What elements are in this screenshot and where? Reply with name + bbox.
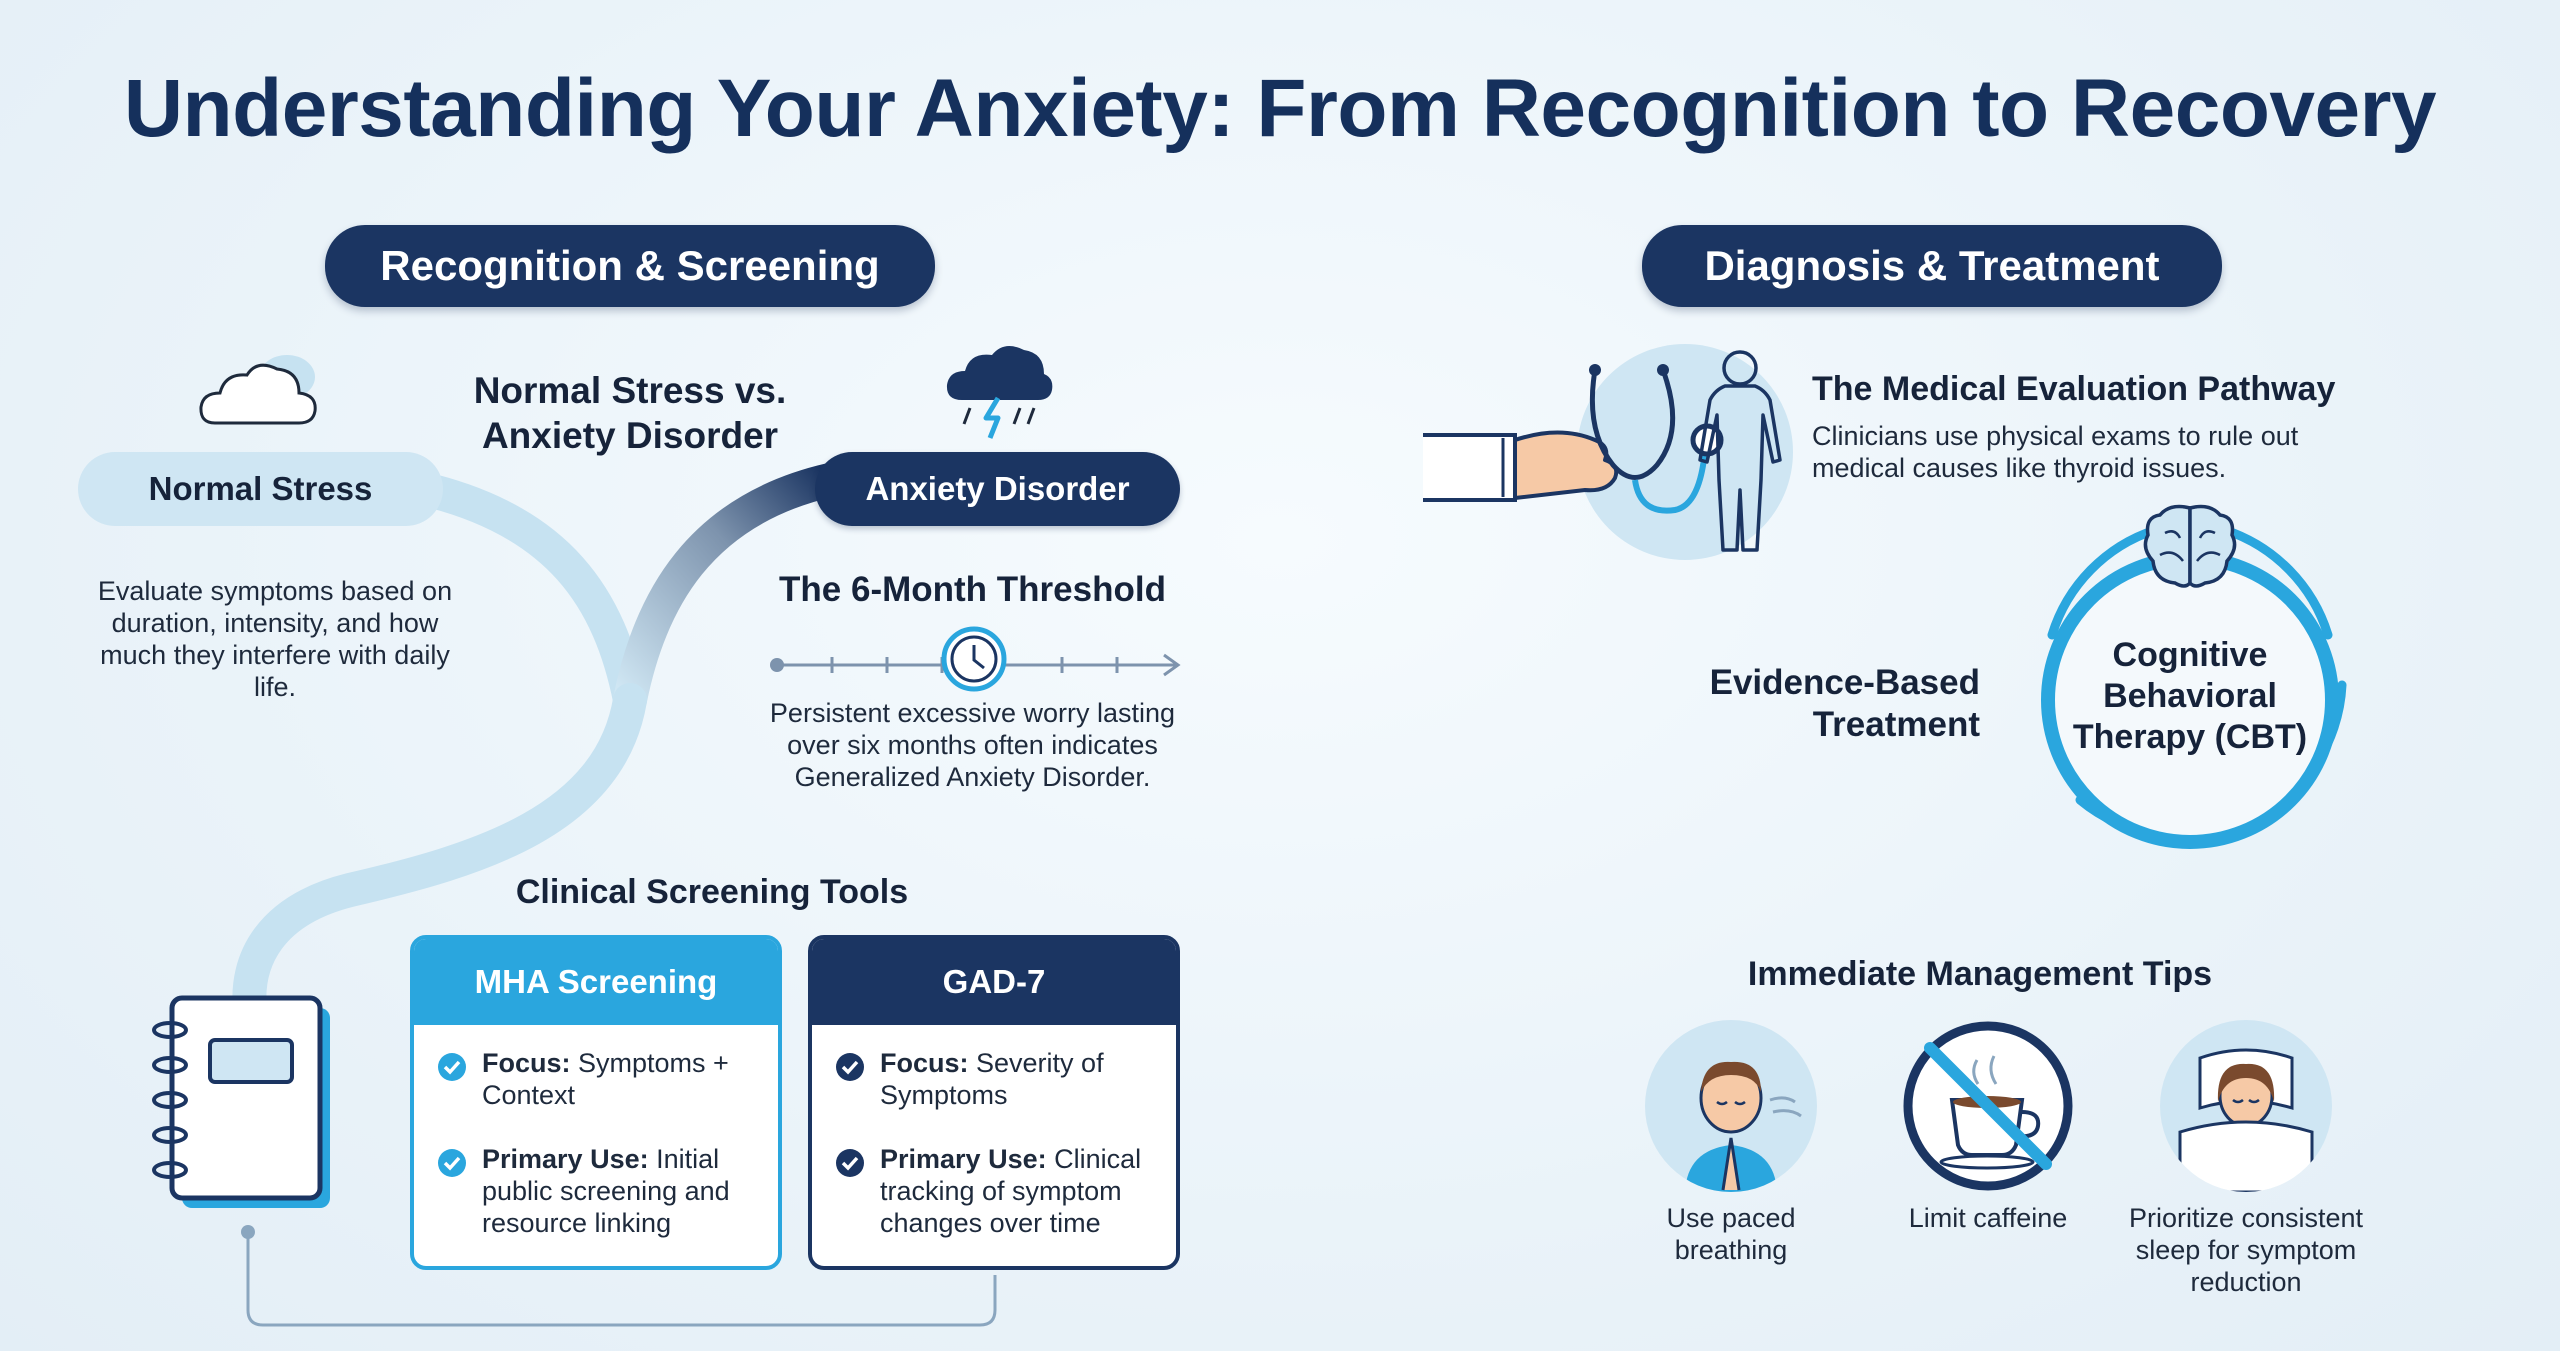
gad7-card-title: GAD-7	[812, 939, 1176, 1025]
tip-sleep-label: Prioritize consistent sleep for symptom …	[2128, 1203, 2364, 1297]
mha-card-title: MHA Screening	[414, 939, 778, 1025]
check-icon	[438, 1149, 466, 1177]
gad7-card: GAD-7 Focus: Severity of Symptoms Primar…	[808, 935, 1180, 1270]
evaluation-description: Clinicians use physical exams to rule ou…	[1812, 421, 2299, 483]
diagnosis-header: Diagnosis & Treatment	[1642, 225, 2222, 307]
check-icon	[836, 1149, 864, 1177]
treatment-label: Evidence-Based Treatment	[1709, 663, 1980, 744]
gad7-use-label: Primary Use:	[880, 1144, 1047, 1174]
normal-stress-node: Normal Stress	[78, 452, 443, 526]
sleeping-person-icon	[2160, 1020, 2332, 1192]
mha-screening-card: MHA Screening Focus: Symptoms + Context …	[410, 935, 782, 1270]
gad7-primary-use: Primary Use: Clinical tracking of sympto…	[880, 1143, 1156, 1239]
page-title: Understanding Your Anxiety: From Recogni…	[123, 63, 2437, 154]
notebook-icon	[152, 995, 330, 1208]
anxiety-disorder-path	[613, 463, 847, 717]
gad7-focus: Focus: Severity of Symptoms	[880, 1047, 1156, 1111]
anxiety-disorder-node: Anxiety Disorder	[815, 452, 1180, 526]
threshold-description: Persistent excessive worry lasting over …	[769, 698, 1176, 792]
comparison-title: Normal Stress vs. Anxiety Disorder	[473, 370, 787, 456]
merge-path	[232, 683, 647, 1027]
recognition-header: Recognition & Screening	[325, 225, 935, 307]
mha-focus-label: Focus:	[482, 1048, 571, 1078]
check-icon	[836, 1053, 864, 1081]
mha-primary-use: Primary Use: Initial public screening an…	[482, 1143, 758, 1239]
mha-focus: Focus: Symptoms + Context	[482, 1047, 758, 1111]
evaluate-description: Evaluate symptoms based on duration, int…	[97, 576, 453, 702]
normal-stress-path	[403, 471, 647, 717]
check-icon	[438, 1053, 466, 1081]
mha-use-label: Primary Use:	[482, 1144, 649, 1174]
gad7-use-value: Clinical tracking of symptom changes ove…	[880, 1144, 1142, 1238]
tips-title: Immediate Management Tips	[1747, 955, 2213, 993]
gad7-focus-label: Focus:	[880, 1048, 969, 1078]
storm-cloud-icon	[946, 346, 1053, 439]
mha-use-value: Initial public screening and resource li…	[482, 1144, 730, 1238]
cloud-icon	[199, 355, 317, 425]
tip-caffeine-label: Limit caffeine	[1908, 1203, 2068, 1233]
timeline-icon	[770, 626, 1181, 692]
evaluation-title: The Medical Evaluation Pathway	[1812, 370, 2336, 408]
medical-exam-icon	[1423, 344, 1793, 560]
mha-focus-value: Symptoms + Context	[482, 1048, 729, 1110]
screening-tools-title: Clinical Screening Tools	[515, 873, 909, 911]
no-caffeine-icon	[1902, 1020, 2074, 1192]
bracket-dot	[241, 1225, 255, 1239]
breathing-person-icon	[1645, 1020, 1817, 1192]
bottom-bracket	[246, 1232, 997, 1327]
cbt-label: Cognitive Behavioral Therapy (CBT)	[2072, 636, 2308, 756]
tip-breathing-label: Use paced breathing	[1666, 1203, 1796, 1265]
cbt-ring-icon	[2041, 504, 2347, 849]
threshold-title: The 6-Month Threshold	[779, 570, 1166, 609]
gad7-focus-value: Severity of Symptoms	[880, 1048, 1104, 1110]
